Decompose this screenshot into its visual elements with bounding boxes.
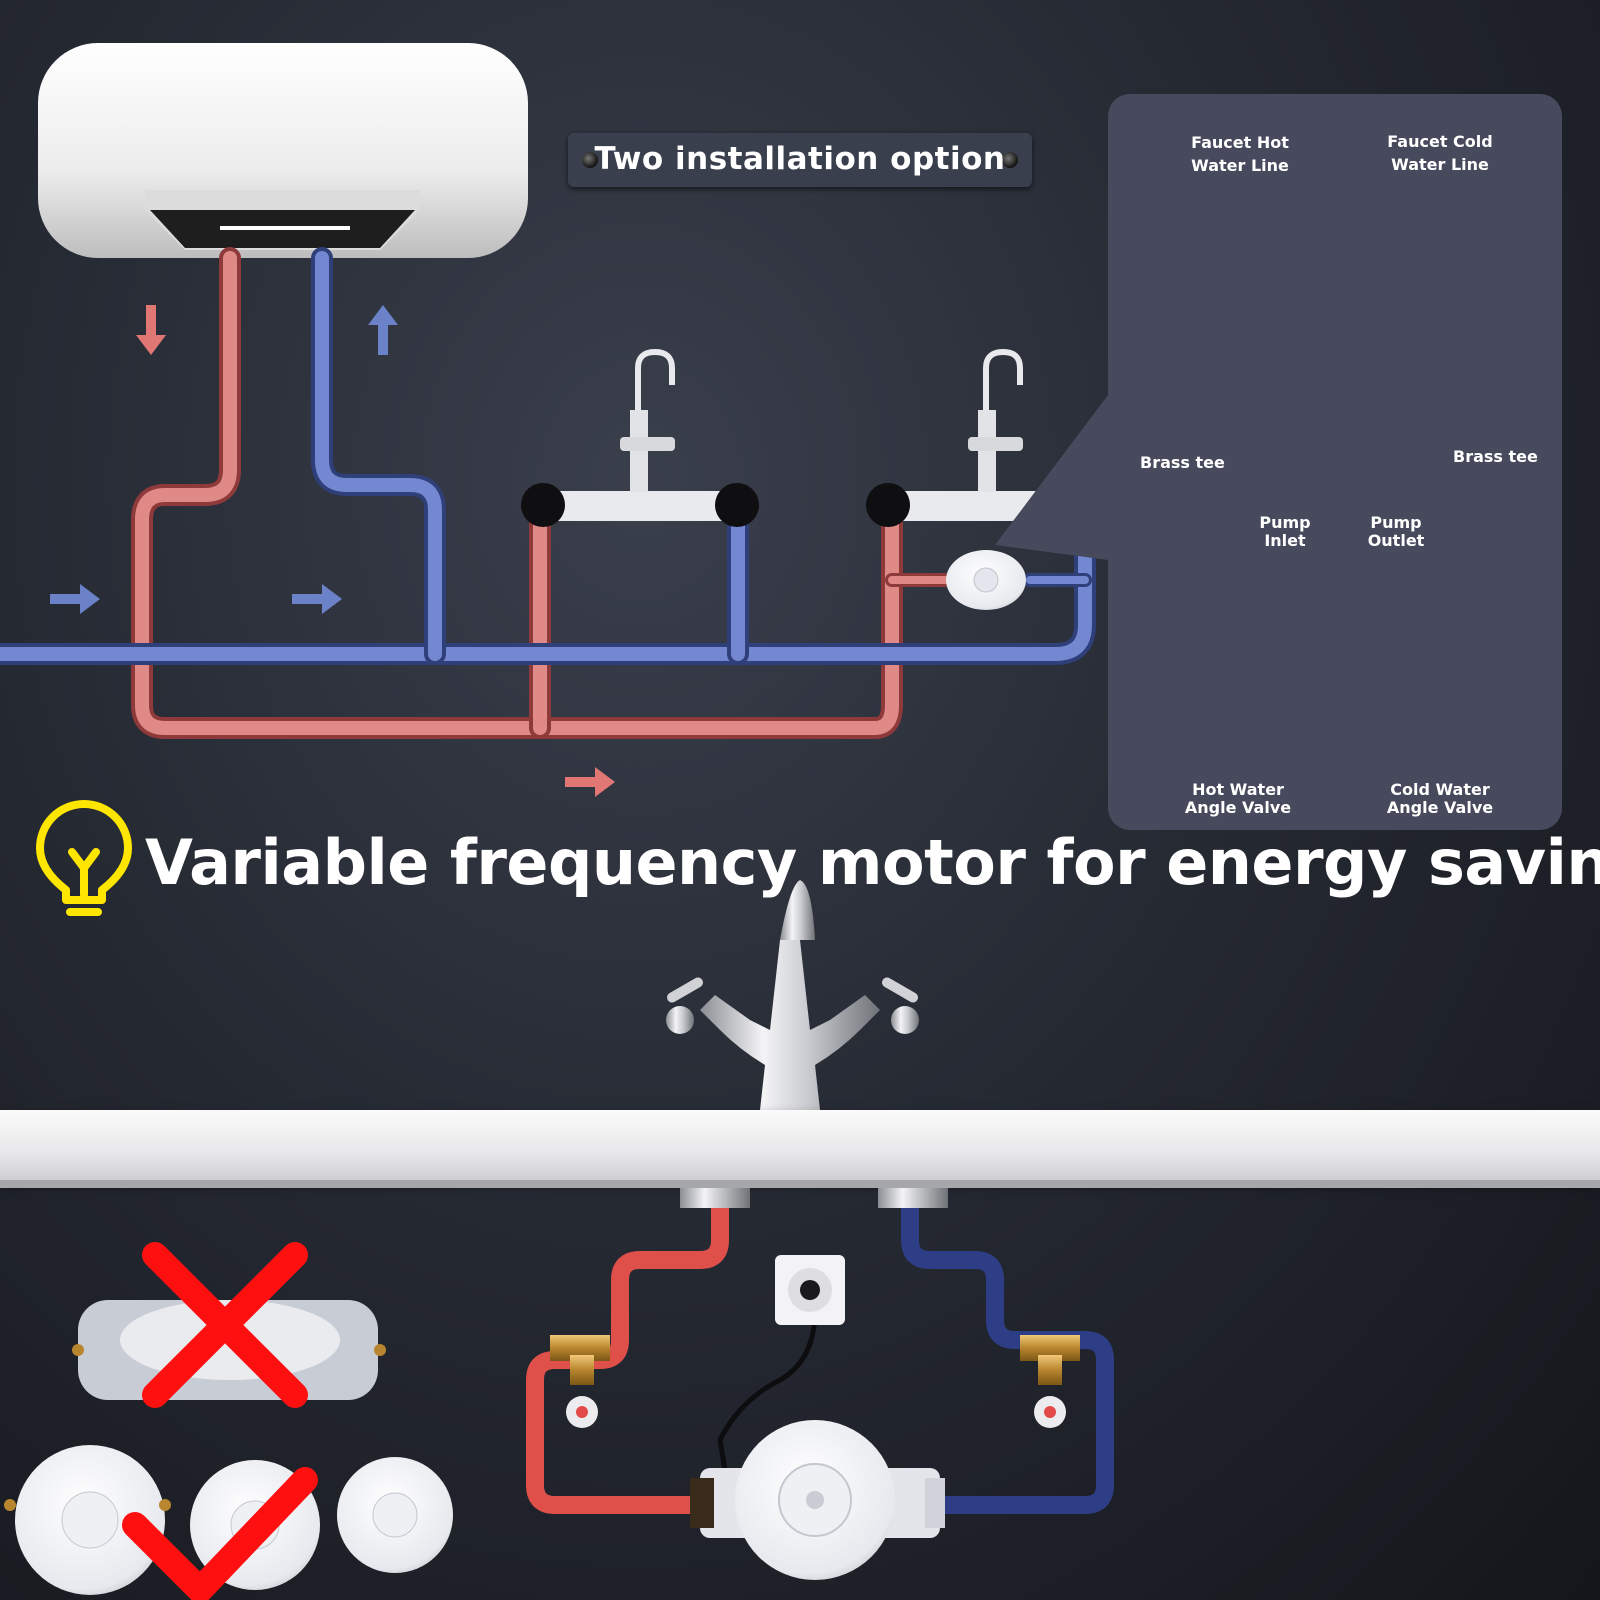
banner-screw-icon [582,152,598,168]
circulation-pump-main [690,1420,945,1580]
installation-option-banner: Two installation option [568,133,1032,187]
brass-tee-left-label: Brass tee [1140,453,1225,472]
cold-water-pipes [0,247,1096,665]
check-mark-icon [122,1467,318,1600]
cross-mark-icon [142,1242,308,1408]
headline: Variable frequency motor for energy savi… [145,826,1600,899]
under-sink-tee-hot [550,1335,610,1428]
under-sink-tee-cold [1020,1335,1080,1428]
installation-detail-panel [1108,94,1562,830]
hot-angle-valve-label: Hot Water Angle Valve [1184,780,1292,817]
faucet-hot-line-label: Faucet Hot Water Line [1191,133,1289,175]
water-heater [38,43,528,258]
hot-supply-hose [526,1208,729,1514]
faucet-shank-cold [878,1188,948,1208]
hot-water-pipes [131,247,952,739]
faucet-cold-line-label: Faucet Cold Water Line [1387,132,1493,174]
faucet-fixture-1 [521,348,759,527]
power-outlet-icon [775,1255,845,1325]
flow-arrow-icon [50,305,615,797]
circulation-pump-small [946,550,1026,610]
faucet-shank-hot [680,1188,750,1208]
marble-countertop [0,1110,1600,1188]
banner-title: Two installation option [594,141,1006,177]
cold-angle-valve-label: Cold Water Angle Valve [1386,780,1494,817]
cold-supply-hose [901,1208,1114,1514]
lightbulb-icon [36,800,132,916]
callout-pointer [995,395,1108,560]
pump-inlet-label: Pump Inlet [1259,513,1311,550]
pump-outlet-label: Pump Outlet [1367,513,1425,550]
bathroom-faucet [666,880,919,1110]
power-cord [717,1309,818,1471]
banner-screw-icon [1002,152,1018,168]
brass-tee-right-label: Brass tee [1453,447,1538,466]
